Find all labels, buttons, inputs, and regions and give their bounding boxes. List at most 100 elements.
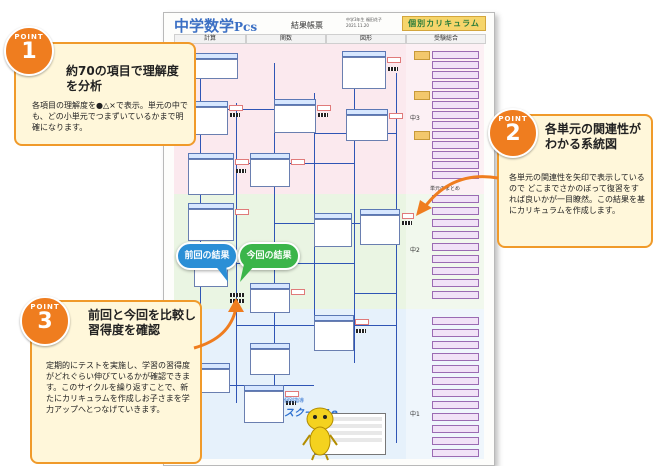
point2-title: 各単元の関連性がわかる系統図: [545, 122, 642, 151]
summary-node: [432, 437, 479, 445]
unit-node: [360, 209, 400, 245]
score-badge: [229, 105, 243, 111]
score-badge: [355, 319, 369, 325]
sheet-title: 中学数学Pcs: [174, 15, 257, 36]
sheet-title-pcs: Pcs: [234, 20, 258, 34]
exam-node: [432, 81, 479, 89]
legend-row: [318, 417, 382, 421]
summary-node: [432, 207, 479, 215]
point3-badge-number: 3: [37, 309, 53, 334]
connector-line: [354, 53, 355, 363]
point2-badge-number: 2: [505, 121, 521, 146]
point1-badge-label: POINT: [14, 33, 44, 41]
summary-node: [432, 353, 479, 361]
point1-body: 各項目の理解度を●△×で表示。単元の中でも、どの小単元でつまずいているかまで明確…: [32, 101, 188, 132]
sheet-meta-student: 中学3年生 福田花子: [346, 17, 382, 22]
sheet-title-main: 中学数学: [174, 17, 235, 35]
score-badge: [235, 209, 249, 215]
sheet-brand: 個別カリキュラム: [402, 16, 486, 31]
score-badge: [291, 289, 305, 295]
mastery-marks: [230, 113, 240, 117]
unit-node: [188, 203, 234, 241]
point2-arrow-icon: [416, 175, 499, 216]
summary-node: [432, 377, 479, 385]
mastery-marks: [318, 113, 328, 117]
summary-node: [432, 425, 479, 433]
unit-node: [188, 153, 234, 195]
summary-node: [432, 413, 479, 421]
legend-row: [318, 431, 382, 435]
column-header-geometry: 図形: [326, 34, 406, 44]
unit-node: [194, 53, 238, 79]
school-logo-sub: 個別指導: [284, 398, 305, 404]
unit-node: [342, 51, 386, 89]
exam-node: [432, 101, 479, 109]
point3-title: 前回と今回を比較し習得度を確認: [88, 308, 197, 337]
legend-row: [318, 424, 382, 428]
point2-badge: POINT 2: [488, 108, 538, 158]
bubble-pointer-icon: [214, 264, 256, 282]
exam-node: [432, 51, 479, 59]
mastery-marks: [356, 329, 366, 333]
unit-node: [346, 109, 388, 141]
summary-node: [432, 401, 479, 409]
score-badge: [389, 113, 403, 119]
connector-line: [354, 293, 396, 294]
summary-node: [432, 291, 479, 299]
unit-node: [250, 153, 290, 187]
unit-node: [250, 343, 290, 375]
summary-node: [432, 267, 479, 275]
summary-node: [432, 231, 479, 239]
unit-node: [250, 283, 290, 313]
exam-node: [432, 151, 479, 159]
exam-tag: [414, 91, 430, 100]
exam-node: [432, 171, 479, 179]
mastery-marks: [286, 401, 296, 405]
exam-node: [432, 161, 479, 169]
report-sheet: 中学数学Pcs 結果帳票 中学3年生 福田花子 2021.11.20 個別カリキ…: [163, 12, 495, 466]
mastery-marks-comparison: [230, 293, 244, 297]
exam-node: [432, 121, 479, 129]
summary-node: [432, 243, 479, 251]
score-badge: [291, 159, 305, 165]
point3-badge-label: POINT: [30, 303, 60, 311]
legend-row: [318, 438, 382, 442]
summary-node: [432, 449, 479, 457]
point3-callout: 前回と今回を比較し習得度を確認 定期的にテストを実施し、学習の習得度がどれぐらい…: [30, 300, 202, 464]
grade-label-3: 中3: [410, 115, 420, 122]
exam-node: [432, 141, 479, 149]
point1-title: 約70の項目で理解度を分析: [66, 64, 179, 93]
exam-node: [432, 71, 479, 79]
sheet-subtitle: 結果帳票: [291, 21, 323, 30]
point3-badge: POINT 3: [20, 296, 70, 346]
score-badge: [235, 159, 249, 165]
exam-node: [432, 111, 479, 119]
mascot-icon: [302, 407, 338, 461]
score-badge: [285, 391, 299, 397]
exam-tag: [414, 131, 430, 140]
mastery-marks: [388, 67, 398, 71]
summary-node: [432, 255, 479, 263]
point1-badge-number: 1: [21, 39, 37, 64]
sheet-meta-date: 2021.11.20: [346, 23, 369, 28]
summary-node: [432, 329, 479, 337]
point1-badge: POINT 1: [4, 26, 54, 76]
column-header-calc: 計算: [174, 34, 246, 44]
summary-node: [432, 341, 479, 349]
grade-label-1: 中1: [410, 411, 420, 418]
exam-node: [432, 131, 479, 139]
unit-node: [274, 99, 316, 133]
unit-node: [314, 213, 352, 247]
point2-body: 各単元の関連性を矢印で表示しているので どこまでさかのぼって復習をすれば良いかが…: [509, 173, 645, 215]
exam-tag: [414, 51, 430, 60]
score-badge: [317, 105, 331, 111]
summary-node: [432, 365, 479, 373]
mastery-marks: [402, 221, 412, 225]
score-badge: [387, 57, 401, 63]
point3-body: 定期的にテストを実施し、学習の習得度がどれぐらい伸びているかが確認できます。この…: [46, 361, 190, 414]
column-header-function: 関数: [246, 34, 326, 44]
unit-node: [314, 315, 354, 351]
point2-badge-label: POINT: [498, 115, 528, 123]
unit-node: [244, 385, 284, 423]
column-header-exam: 受験総合: [406, 34, 486, 44]
